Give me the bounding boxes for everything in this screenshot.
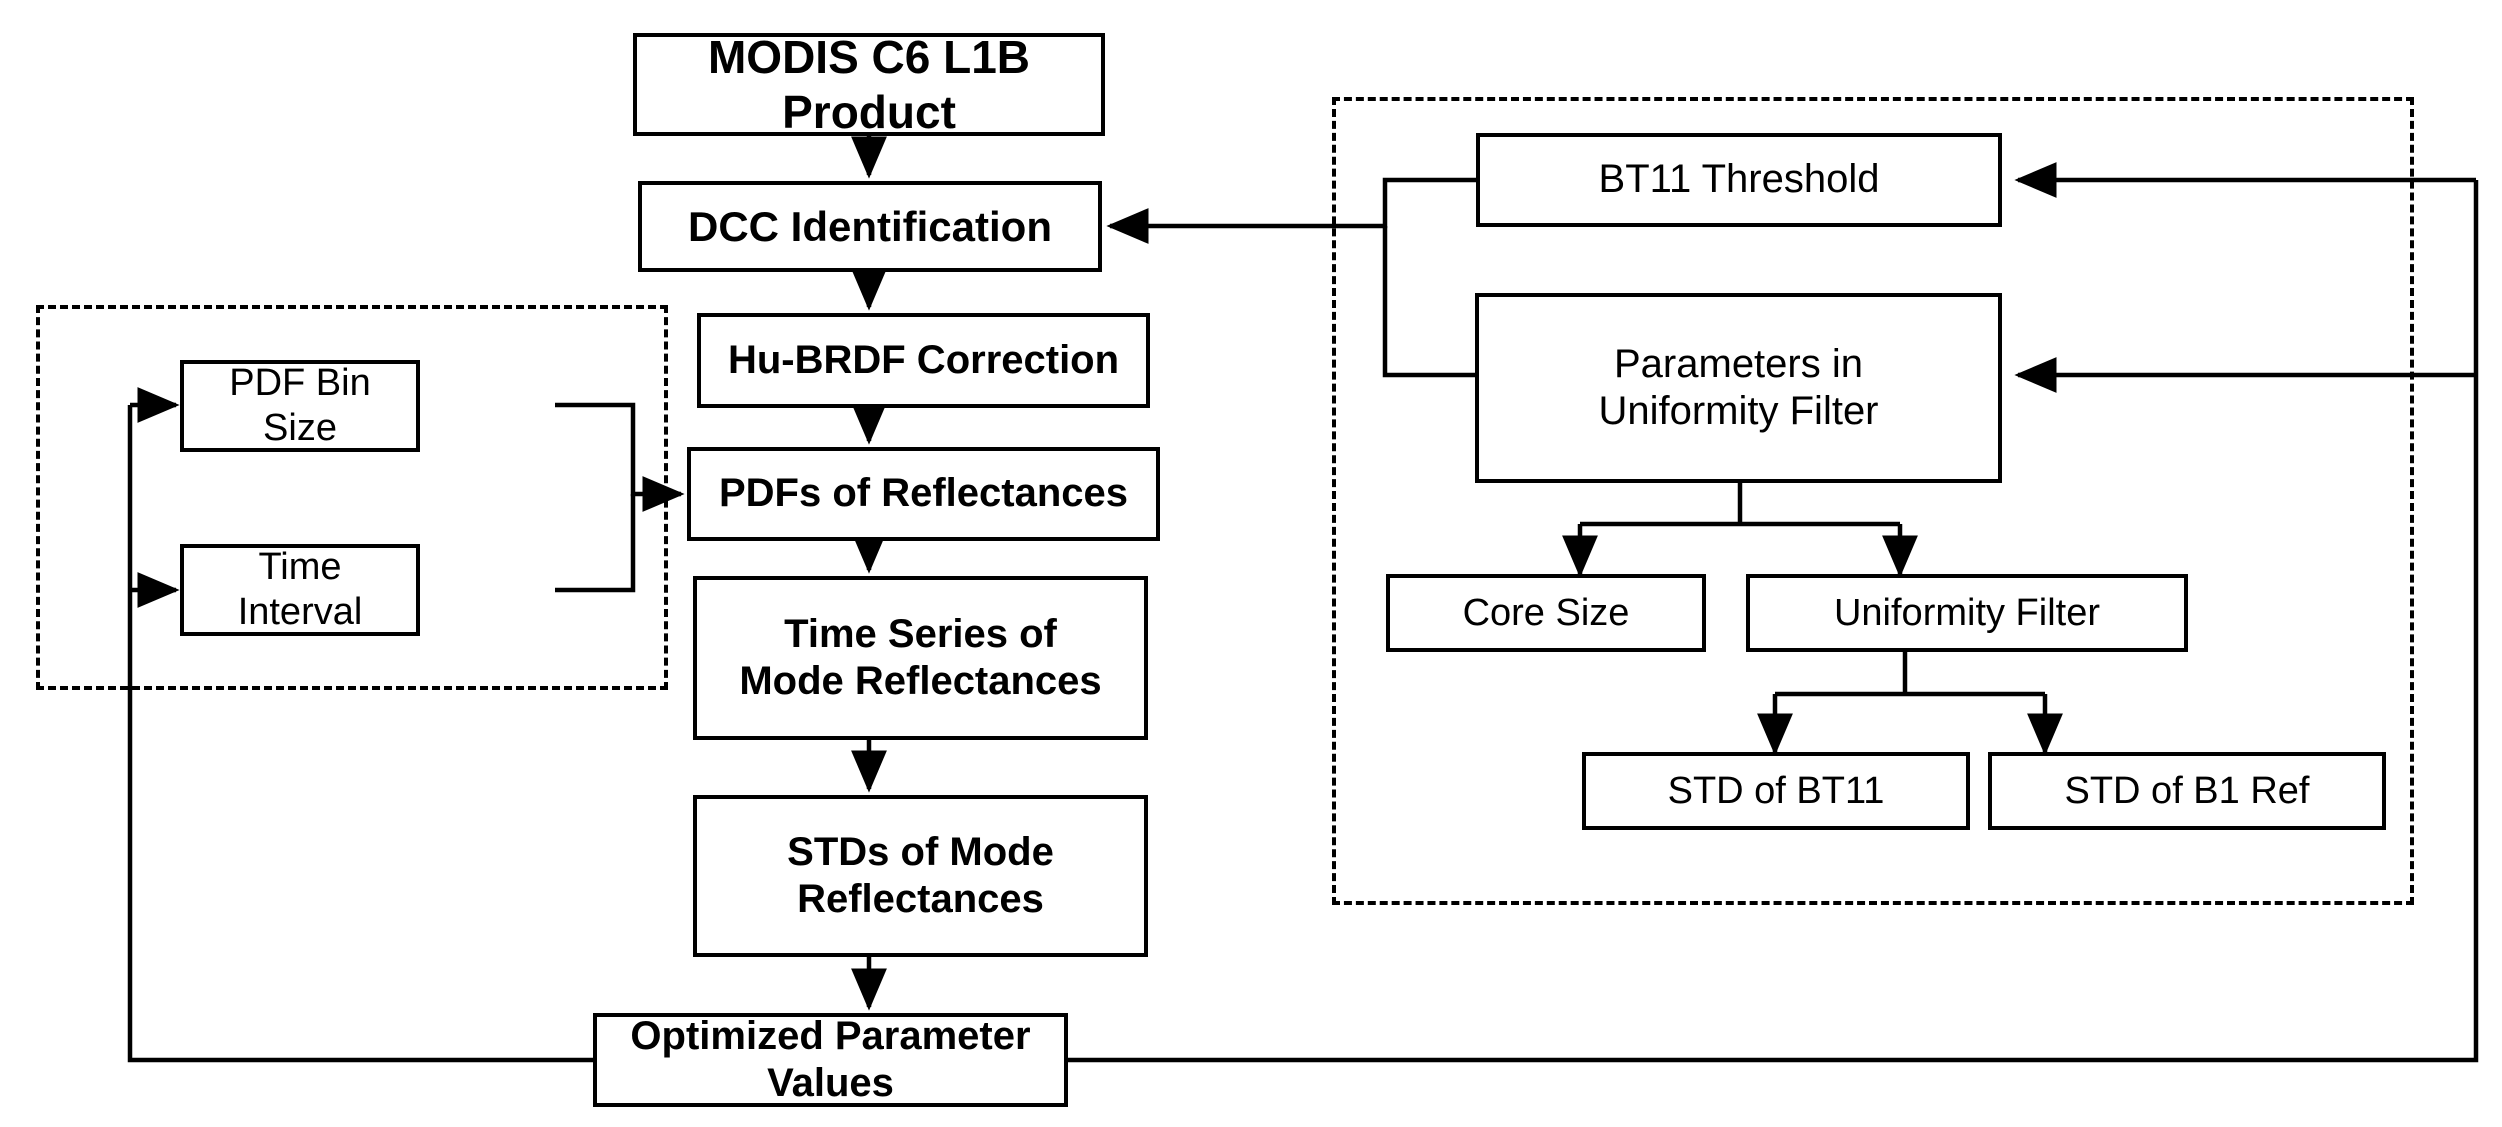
node-modis-product[interactable]: MODIS C6 L1B Product — [633, 31, 1105, 138]
node-parameters-in-uniformity-filter[interactable]: Parameters in Uniformity Filter — [1475, 293, 2002, 483]
node-std-of-b1-ref[interactable]: STD of B1 Ref — [1988, 752, 2386, 830]
edge-interval-to-pdfs — [555, 494, 636, 593]
edge-optimized-to-right-bus — [1068, 180, 2479, 1063]
node-time-series-mode-reflectances[interactable]: Time Series of Mode Reflectances — [693, 576, 1148, 740]
edge-optimized-to-left-bus — [127, 405, 593, 1063]
node-time-interval[interactable]: Time Interval — [180, 544, 420, 636]
node-stds-of-mode-reflectances[interactable]: STDs of Mode Reflectances — [693, 795, 1148, 957]
right-dashed-parameter-group — [1332, 97, 2414, 905]
node-pdfs-of-reflectances[interactable]: PDFs of Reflectances — [687, 447, 1160, 541]
node-bt11-threshold[interactable]: BT11 Threshold — [1476, 133, 2002, 227]
left-dashed-parameter-group — [36, 305, 668, 690]
node-uniformity-filter[interactable]: Uniformity Filter — [1746, 574, 2188, 652]
edge-paramsuf-to-dcc — [1382, 226, 1475, 378]
node-hu-brdf-correction[interactable]: Hu-BRDF Correction — [697, 313, 1150, 408]
node-core-size[interactable]: Core Size — [1386, 574, 1706, 652]
node-pdf-bin-size[interactable]: PDF Bin Size — [180, 360, 420, 452]
edge-bt11-to-dcc — [1106, 177, 1476, 244]
edge-binsize-to-pdfs — [555, 402, 685, 513]
node-std-of-bt11[interactable]: STD of BT11 — [1582, 752, 1970, 830]
node-optimized-parameter-values[interactable]: Optimized Parameter Values — [593, 1013, 1068, 1107]
node-dcc-identification[interactable]: DCC Identification — [638, 181, 1102, 272]
